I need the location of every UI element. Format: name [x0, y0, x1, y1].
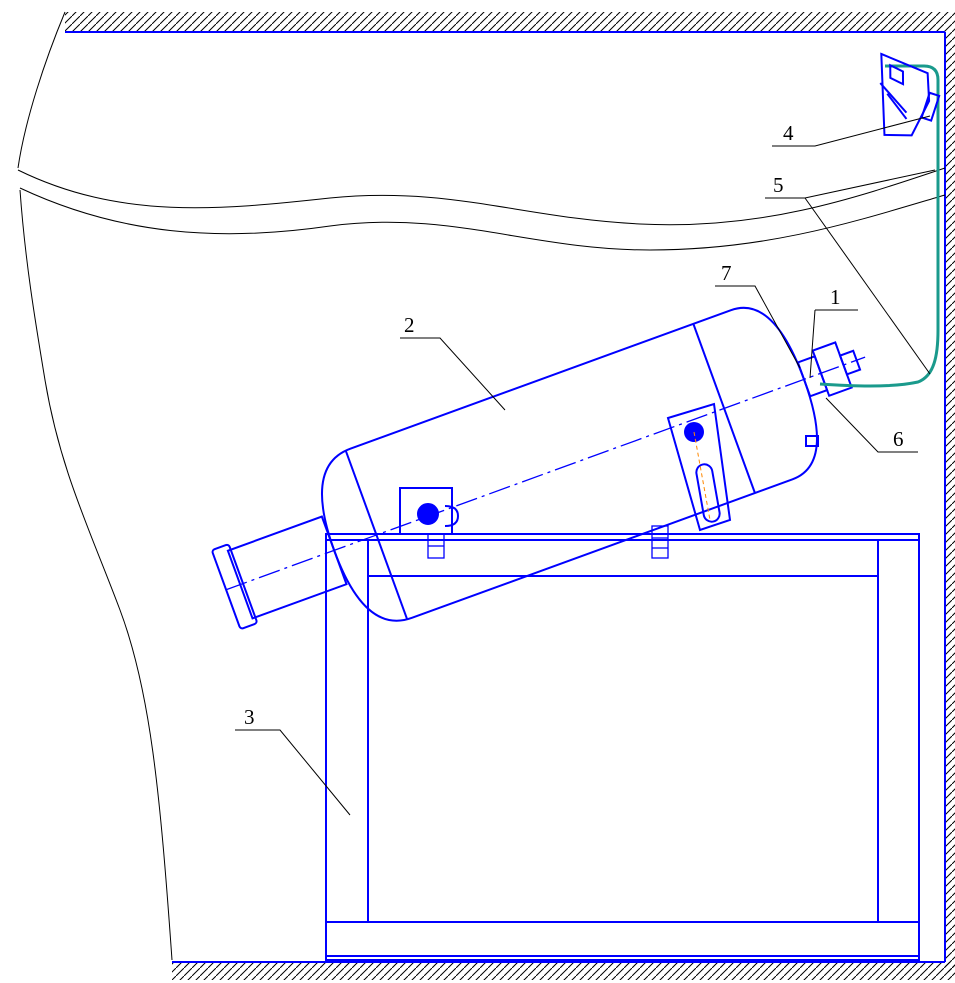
- cylinder-axis: [225, 356, 866, 591]
- leader-5b: [804, 197, 931, 375]
- ceiling-hatch: [65, 12, 945, 32]
- label-6: 6: [893, 427, 904, 451]
- wall-hatching: [65, 12, 955, 980]
- left-clamp: [399, 487, 460, 535]
- frame-bolt-right: [651, 525, 669, 559]
- mounting-hardware: [399, 402, 819, 559]
- wall-lines: [65, 31, 946, 963]
- right-clamp: [666, 402, 732, 532]
- leader-4: [772, 115, 931, 147]
- pressure-fitting: [805, 435, 819, 447]
- leader-lines: [235, 115, 936, 816]
- label-4: 4: [783, 121, 794, 145]
- break-line-lower: [19, 187, 946, 251]
- left-clamp-bolt: [417, 503, 439, 525]
- cylinder-assembly: [211, 306, 866, 630]
- label-1: 1: [830, 285, 841, 309]
- lower-left-contour: [19, 189, 173, 961]
- break-outlines: [17, 11, 946, 961]
- leader-3: [235, 729, 351, 816]
- label-3: 3: [244, 705, 255, 729]
- leader-6: [825, 397, 918, 453]
- frame-outer: [325, 533, 920, 961]
- leader-7: [715, 285, 801, 369]
- upper-left-contour: [17, 11, 66, 169]
- label-2: 2: [404, 313, 415, 337]
- label-5: 5: [773, 173, 784, 197]
- floor-hatch: [172, 962, 955, 980]
- callout-labels: 1 2 3 4 5 6 7: [244, 121, 904, 729]
- hose: [819, 64, 940, 388]
- stand-frame: [325, 533, 920, 961]
- frame-bolts: [427, 525, 669, 559]
- right-wall-hatch: [945, 12, 955, 972]
- leader-2: [400, 337, 506, 411]
- valve-port: [838, 349, 862, 376]
- label-7: 7: [721, 261, 732, 285]
- leader-5: [765, 169, 936, 199]
- break-line-upper: [17, 167, 946, 226]
